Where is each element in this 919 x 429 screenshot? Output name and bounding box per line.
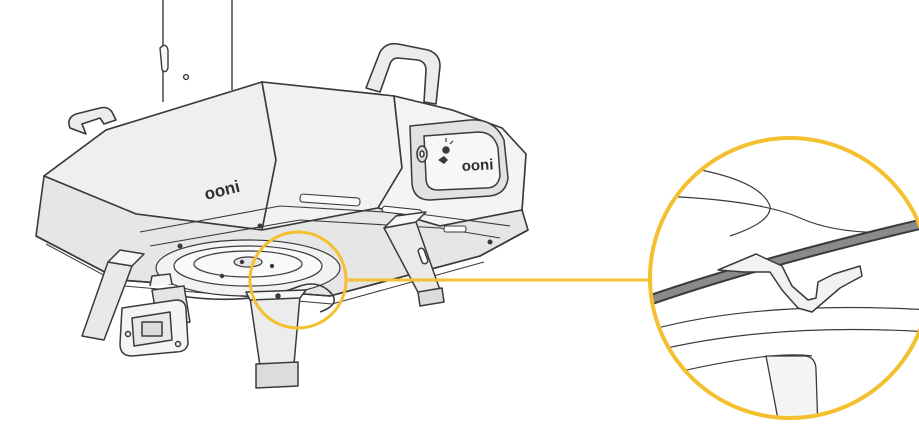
cable [179,283,336,313]
leg-center-front [245,289,307,389]
panel-logo: ooni [461,156,494,175]
support-pole [159,0,233,102]
control-panel: ooni [409,119,509,201]
magnified-detail [650,138,919,418]
cable-clip [717,253,863,313]
fuel-icon [438,138,454,164]
leg-left-front [81,249,145,341]
rotating-plate [155,239,341,297]
leg-right [383,211,445,307]
magnified-circle-ring [648,136,919,420]
left-handle [68,106,117,135]
motor-unit [119,273,191,357]
rear-handle [365,42,441,105]
